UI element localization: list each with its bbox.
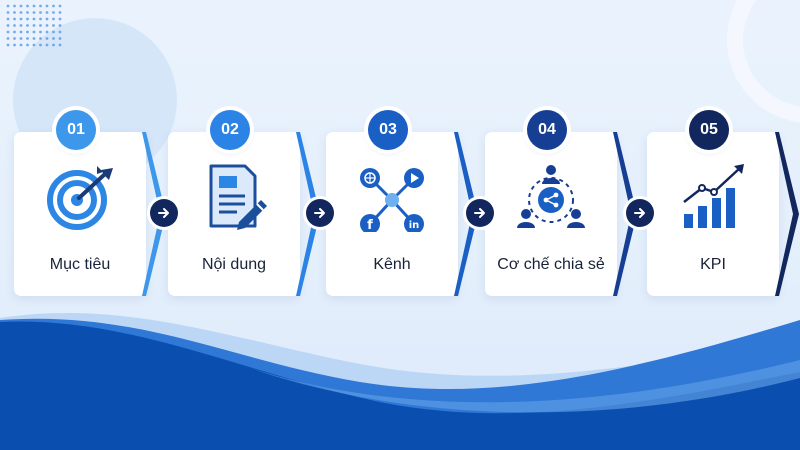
decor-dot	[32, 43, 36, 47]
next-arrow-icon	[150, 199, 178, 227]
step-number-badge: 05	[689, 110, 729, 150]
target-icon	[47, 166, 113, 230]
decor-dot	[19, 37, 23, 40]
decor-dot	[6, 30, 10, 34]
decor-dot	[52, 30, 55, 34]
decor-dot	[26, 11, 29, 14]
decor-dot	[13, 37, 16, 40]
step-4: 04 Cơ chế chia sẻ	[485, 110, 637, 296]
step-label: Mục tiêu	[49, 256, 111, 273]
decor-dot	[52, 17, 55, 21]
decor-dot	[45, 37, 49, 40]
decor-dot	[19, 43, 23, 47]
decor-dot	[19, 11, 23, 14]
step-number-badge: 04	[527, 110, 567, 150]
decor-dot	[19, 17, 23, 21]
decor-dot	[39, 43, 42, 47]
bg-ring-right	[727, 0, 800, 123]
next-arrow-icon	[626, 199, 654, 227]
decor-dot	[39, 4, 42, 8]
decor-dot	[6, 24, 10, 27]
decor-dot	[26, 24, 29, 27]
decor-dot	[13, 30, 16, 34]
decor-dot	[6, 17, 10, 21]
decor-dot	[19, 4, 23, 8]
step-label: Kênh	[373, 256, 411, 273]
step-card	[326, 132, 458, 296]
decor-dot	[6, 43, 10, 47]
decor-dot	[26, 17, 29, 21]
wave-highlight	[250, 360, 800, 413]
decor-dot	[39, 17, 42, 21]
decor-dot	[13, 43, 16, 47]
step-1: 01 Mục tiêu	[14, 110, 166, 296]
decor-dot	[45, 4, 49, 8]
dot-grid	[6, 4, 62, 47]
step-5: 05 KPI	[647, 110, 799, 296]
decor-dot	[58, 11, 62, 14]
decor-dot	[32, 37, 36, 40]
decor-dot	[26, 43, 29, 47]
step-number-badge: 03	[368, 110, 408, 150]
decor-dot	[19, 24, 23, 27]
wave-dark	[0, 321, 800, 450]
decor-dot	[52, 11, 55, 14]
step-card	[485, 132, 617, 296]
growth-chart-icon	[683, 164, 744, 228]
step-label: KPI	[700, 256, 726, 273]
step-label: Nội dung	[201, 256, 267, 273]
share-people-icon	[517, 165, 585, 228]
step-2: 02 Nội dung	[168, 110, 320, 296]
decor-dot	[26, 30, 29, 34]
decor-dot	[58, 24, 62, 27]
decor-dot	[52, 37, 55, 40]
decor-dot	[13, 11, 16, 14]
decor-dot	[45, 30, 49, 34]
decor-dot	[45, 17, 49, 21]
decor-dot	[52, 24, 55, 27]
decor-dot	[32, 4, 36, 8]
decor-dot	[26, 37, 29, 40]
decor-dot	[26, 4, 29, 8]
decor-dot	[32, 30, 36, 34]
svg-text:in: in	[409, 220, 420, 231]
chevron-shape	[775, 132, 799, 296]
decor-dot	[45, 24, 49, 27]
decor-dot	[39, 37, 42, 40]
decor-dot	[58, 30, 62, 34]
step-number-badge: 02	[210, 110, 250, 150]
channels-network-icon: f in	[360, 168, 424, 232]
decor-dot	[6, 37, 10, 40]
step-label: Cơ chế chia sẻ	[497, 256, 605, 273]
step-number-badge: 01	[56, 110, 96, 150]
decor-dot	[58, 37, 62, 40]
document-edit-icon	[209, 164, 267, 230]
svg-text:f: f	[367, 218, 373, 232]
step-3: 03 f in Kênh	[326, 110, 478, 296]
decor-dot	[32, 24, 36, 27]
decor-dot	[32, 17, 36, 21]
next-arrow-icon	[466, 199, 494, 227]
next-arrow-icon	[306, 199, 334, 227]
decor-dot	[39, 11, 42, 14]
decor-dot	[45, 43, 49, 47]
decor-dot	[13, 24, 16, 27]
decor-dot	[45, 11, 49, 14]
decor-dot	[58, 43, 62, 47]
decor-dot	[52, 4, 55, 8]
decor-dot	[13, 17, 16, 21]
decor-dot	[6, 11, 10, 14]
decor-dot	[13, 4, 16, 8]
decor-dot	[6, 4, 10, 8]
decor-dot	[39, 24, 42, 27]
decor-dot	[58, 17, 62, 21]
decor-dot	[19, 30, 23, 34]
decor-dot	[32, 11, 36, 14]
decor-dot	[58, 4, 62, 8]
decor-dot	[39, 30, 42, 34]
decor-dot	[52, 43, 55, 47]
